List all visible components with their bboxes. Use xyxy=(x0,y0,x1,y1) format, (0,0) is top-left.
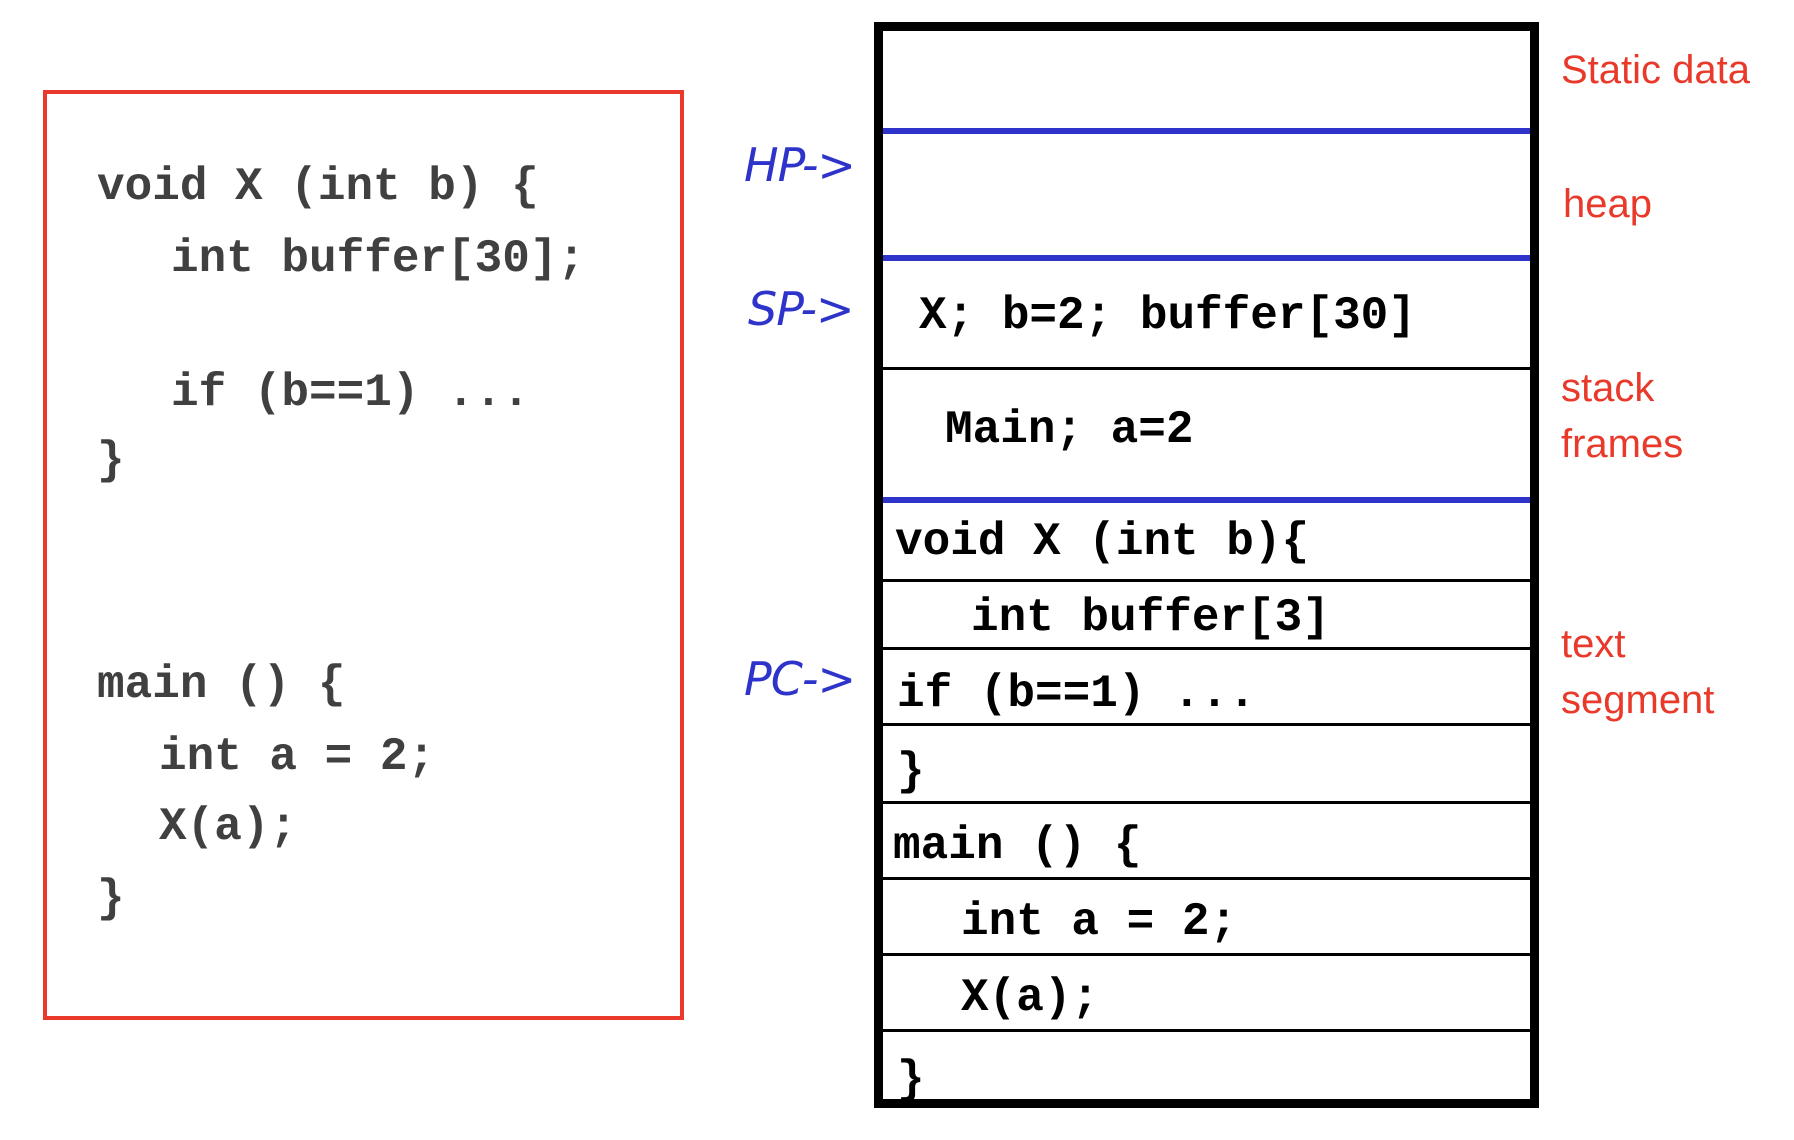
code-line: X(a); xyxy=(159,801,298,853)
code-line: } xyxy=(97,873,125,925)
stack-pointer-label: SP-> xyxy=(748,282,855,336)
stack-text-divider xyxy=(883,497,1530,503)
static-data-label: Static data xyxy=(1561,48,1751,92)
text-segment-line: } xyxy=(897,746,925,798)
text-line-divider xyxy=(883,877,1530,880)
code-line: if (b==1) ... xyxy=(171,367,530,419)
text-segment-line: int a = 2; xyxy=(961,896,1238,948)
code-line: int buffer[30]; xyxy=(171,233,586,285)
source-code-box: void X (int b) { int buffer[30]; if (b==… xyxy=(43,90,684,1020)
text-segment-line: } xyxy=(897,1054,925,1106)
program-counter-label: PC-> xyxy=(744,652,856,706)
code-line: main () { xyxy=(97,659,346,711)
text-line-divider xyxy=(883,647,1530,650)
heap-label: heap xyxy=(1563,182,1652,226)
memory-layout: X; b=2; buffer[30] Main; a=2 void X (int… xyxy=(874,22,1539,1108)
stack-frame-x: X; b=2; buffer[30] xyxy=(919,290,1416,342)
stack-frame-main: Main; a=2 xyxy=(945,404,1194,456)
text-line-divider xyxy=(883,579,1530,582)
stack-frame-divider xyxy=(883,367,1530,370)
text-segment-line: X(a); xyxy=(961,972,1100,1024)
text-segment-line: main () { xyxy=(893,820,1142,872)
segment-label: segment xyxy=(1561,678,1715,722)
text-line-divider xyxy=(883,1029,1530,1032)
text-segment-line: if (b==1) ... xyxy=(897,668,1256,720)
text-segment-line: void X (int b){ xyxy=(895,516,1310,568)
text-line-divider xyxy=(883,953,1530,956)
text-segment-line: int buffer[3] xyxy=(971,592,1330,644)
text-line-divider xyxy=(883,801,1530,804)
code-line: void X (int b) { xyxy=(97,161,539,213)
static-heap-divider xyxy=(883,128,1530,134)
text-label: text xyxy=(1561,622,1626,666)
code-line: } xyxy=(97,435,125,487)
code-line: int a = 2; xyxy=(159,731,436,783)
frames-label: frames xyxy=(1561,422,1684,466)
heap-pointer-label: HP-> xyxy=(744,138,856,192)
stack-label: stack xyxy=(1561,366,1655,410)
text-line-divider xyxy=(883,723,1530,726)
heap-stack-divider xyxy=(883,255,1530,261)
